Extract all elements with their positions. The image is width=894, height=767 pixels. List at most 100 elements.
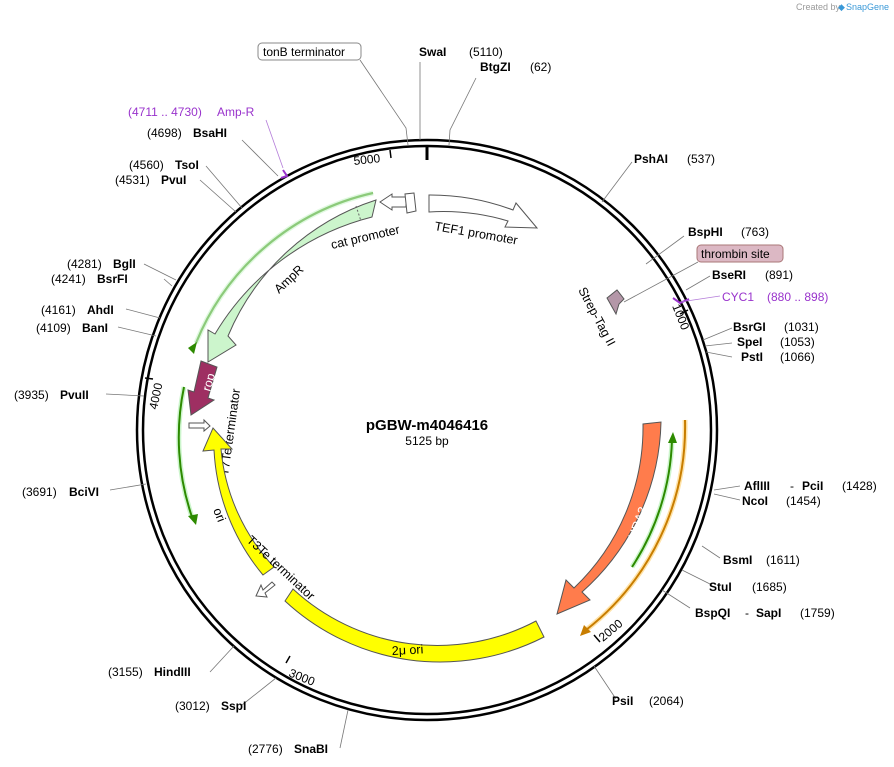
leader-pshai	[601, 161, 633, 203]
leader-thrombin	[623, 261, 699, 303]
site-bsmi-pos: (1611)	[766, 553, 800, 567]
site-pshai-name[interactable]: PshAI	[634, 152, 668, 166]
primer-ampr-name[interactable]: Amp-R	[217, 105, 255, 119]
leader-tonb	[359, 59, 409, 146]
site-stui-pos: (1685)	[752, 580, 787, 594]
leader-ahdi	[125, 308, 161, 319]
site-bspqi-sep: -	[745, 606, 749, 620]
ori-label: ori	[210, 506, 228, 524]
t3te-terminator-feature[interactable]	[255, 581, 276, 598]
site-bspqi-pos: (1759)	[800, 606, 835, 620]
rop-orf-arrow-icon	[188, 514, 198, 525]
site-bgli-name[interactable]: BglI	[113, 257, 136, 271]
site-bsmi-name[interactable]: BsmI	[723, 553, 752, 567]
site-psii-pos: (2064)	[649, 694, 684, 708]
strep-tag-feature[interactable]	[606, 289, 625, 316]
site-spei-pos: (1053)	[780, 335, 815, 349]
thrombin-label-box[interactable]	[696, 244, 784, 263]
leader-pvui	[199, 179, 237, 213]
leader-bcivi	[109, 483, 147, 491]
ampr-feature[interactable]	[207, 199, 377, 363]
site-swai-pos: (5110)	[469, 45, 503, 59]
site-spei-name[interactable]: SpeI	[737, 335, 762, 349]
leader-aflpci	[713, 485, 741, 491]
rop-label: rop	[199, 371, 218, 392]
leader-tsoi	[205, 165, 243, 209]
tonb-terminator-label: tonB terminator	[263, 45, 345, 59]
site-pvui-pos: (4531)	[115, 173, 150, 187]
leader-bsrfi	[163, 278, 173, 287]
site-psii-name[interactable]: PsiI	[612, 694, 633, 708]
ampr-label: AmpR	[271, 262, 306, 296]
site-hindiii-name[interactable]: HindIII	[154, 665, 191, 679]
leader-bspqi	[661, 589, 691, 609]
ruler-tick-5000	[389, 149, 392, 159]
site-pshai-pos: (537)	[687, 152, 715, 166]
cat-promoter-feature[interactable]	[379, 193, 407, 211]
leader-bani	[117, 326, 157, 337]
ampr-segment-divider	[355, 205, 362, 222]
ruler-label-4000: 4000	[146, 381, 165, 410]
thrombin-site-label: thrombin site	[701, 247, 770, 261]
ori-feature[interactable]	[202, 427, 275, 576]
site-stui-name[interactable]: StuI	[709, 580, 732, 594]
tonb-label-box[interactable]	[257, 42, 362, 61]
site-tsoi-pos: (4560)	[129, 158, 164, 172]
site-sapi-name[interactable]: SapI	[756, 606, 781, 620]
site-ahdi-name[interactable]: AhdI	[87, 303, 114, 317]
green-orf-line	[631, 439, 673, 568]
credit-prefix: Created by	[796, 2, 841, 12]
site-bsrgi-name[interactable]: BsrGI	[733, 320, 766, 334]
site-bsahi-pos: (4698)	[147, 126, 182, 140]
ura3-orf-line	[585, 419, 687, 631]
ruler-tick-3000	[285, 655, 291, 664]
site-btgzi-name[interactable]: BtgZI	[480, 60, 511, 74]
leader-psii	[593, 665, 617, 700]
site-aflpci-pos: (1428)	[842, 479, 877, 493]
ruler-tick-1000	[679, 309, 689, 315]
leader-sspi	[241, 677, 277, 706]
site-bspqi-name[interactable]: BspQI	[695, 606, 730, 620]
site-pvuii-name[interactable]: PvuII	[60, 388, 89, 402]
site-pvui-name[interactable]: PvuI	[161, 173, 186, 187]
t7te-terminator-feature[interactable]	[188, 418, 211, 433]
site-afliii-name[interactable]: AflIII	[744, 479, 770, 493]
site-bani-name[interactable]: BanI	[82, 321, 108, 335]
tef1-promoter-label: TEF1 promoter	[433, 219, 518, 247]
ampr-orf-halo	[193, 190, 374, 344]
site-bsphi-name[interactable]: BspHI	[688, 225, 723, 239]
site-pcii-name[interactable]: PciI	[802, 479, 823, 493]
leader-bsahi	[241, 139, 279, 177]
leader-stui	[681, 569, 713, 586]
tef1-promoter-feature[interactable]	[428, 194, 539, 229]
site-sspi-name[interactable]: SspI	[221, 699, 246, 713]
site-pvuii-pos: (3935)	[14, 388, 49, 402]
leader-btgzi	[448, 77, 477, 146]
site-snabi-name[interactable]: SnaBI	[294, 742, 328, 756]
site-tsoi-name[interactable]: TsoI	[175, 158, 199, 172]
t3te-label: T3Te terminator	[244, 533, 318, 603]
primer-cyc1-range: (880 .. 898)	[767, 290, 828, 304]
site-swai-name[interactable]: SwaI	[419, 45, 446, 59]
two-mu-ori-feature[interactable]	[284, 588, 545, 663]
ura3-feature[interactable]	[556, 421, 662, 615]
snapgene-logo-icon: ◆	[838, 2, 845, 12]
ruler-label-5000: 5000	[353, 151, 381, 168]
leader-ampr-primer	[265, 119, 284, 169]
site-bseri-name[interactable]: BseRI	[712, 268, 746, 282]
site-btgzi-pos: (62)	[530, 60, 551, 74]
rop-feature[interactable]	[187, 360, 218, 416]
leader-bsmi	[701, 545, 721, 559]
primer-cyc1-name[interactable]: CYC1	[722, 290, 754, 304]
ampr-orf-arrow-icon	[188, 342, 197, 354]
site-ncoi-name[interactable]: NcoI	[742, 494, 768, 508]
site-bsahi-name[interactable]: BsaHI	[193, 126, 227, 140]
leader-lines	[105, 59, 741, 749]
tonb-terminator-feature[interactable]	[404, 192, 417, 214]
credit-brand: SnapGene	[846, 2, 889, 12]
site-sspi-pos: (3012)	[175, 699, 210, 713]
site-bsrfi-name[interactable]: BsrFI	[97, 272, 128, 286]
site-psti-name[interactable]: PstI	[741, 350, 763, 364]
site-ahdi-pos: (4161)	[41, 303, 76, 317]
site-bcivi-name[interactable]: BciVI	[69, 485, 99, 499]
